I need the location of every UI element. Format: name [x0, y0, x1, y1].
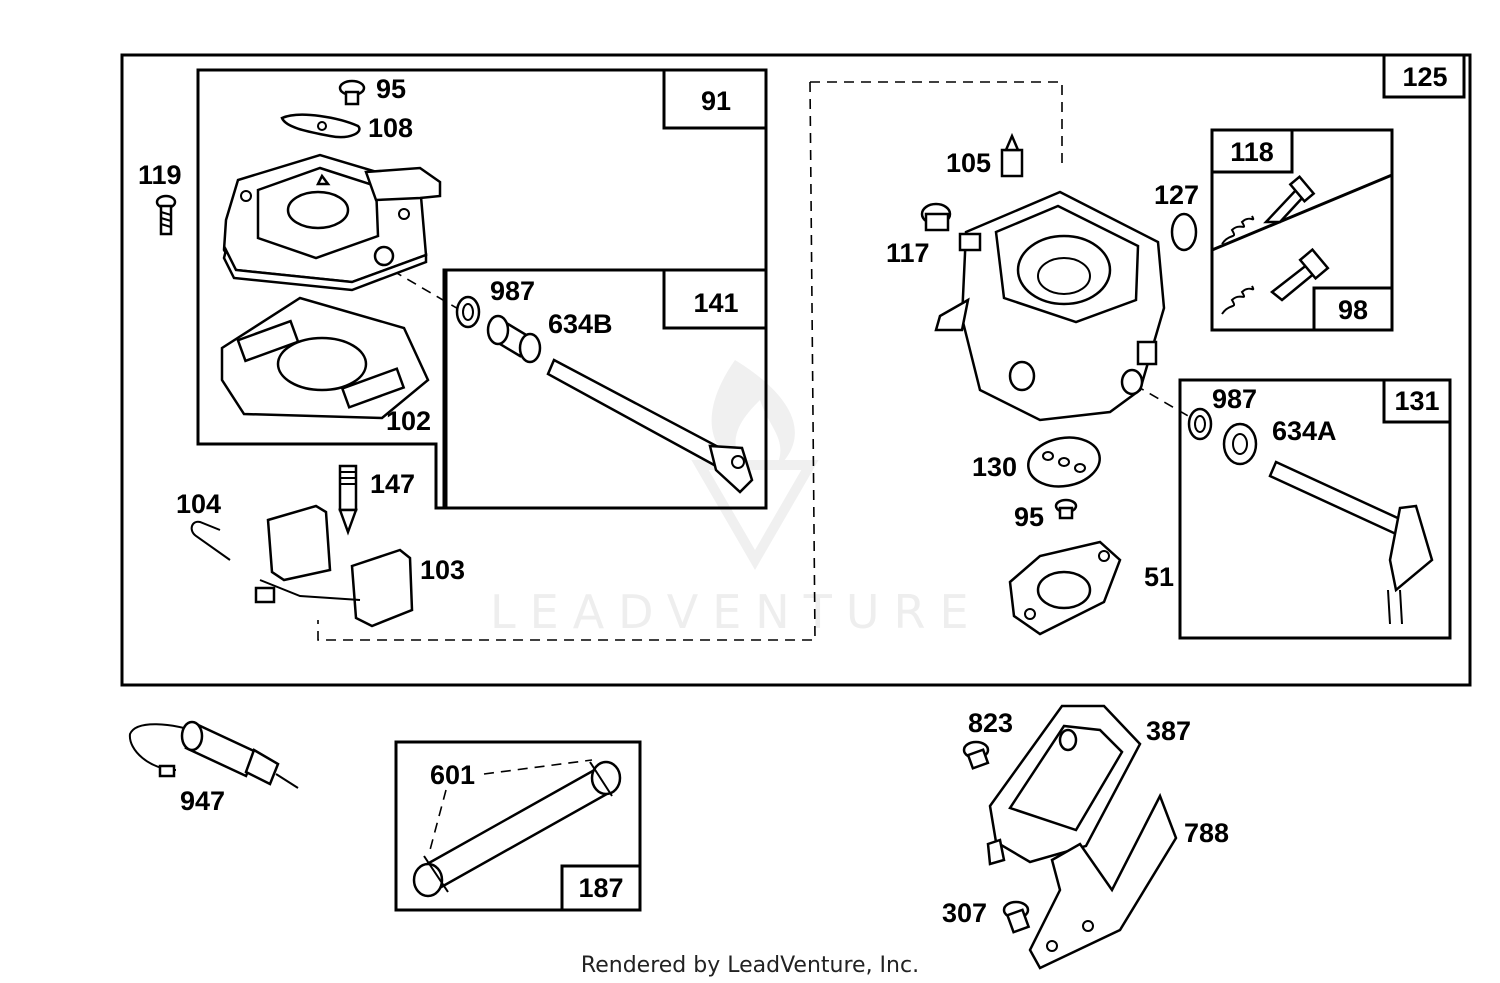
mounting-gasket-icon	[1008, 540, 1122, 636]
screw-icon	[1002, 900, 1031, 934]
assembly-box-141	[444, 268, 768, 510]
fuel-solenoid-icon	[128, 720, 299, 789]
gasket-icon	[280, 113, 361, 139]
box-label-125: 125	[1402, 62, 1447, 92]
inlet-needle-icon	[1000, 132, 1024, 178]
fuel-pump-icon	[986, 704, 1142, 866]
box-tag-125	[1382, 53, 1466, 99]
part-label-387: 387	[1146, 716, 1191, 746]
fuel-line-icon	[412, 760, 622, 898]
assembly-box-125	[120, 53, 1472, 687]
part-label-130: 130	[972, 452, 1017, 482]
screw-icon	[338, 79, 366, 106]
welch-plug-icon	[1170, 212, 1198, 252]
dashed-reference-line	[1134, 384, 1196, 421]
box-label-141: 141	[693, 288, 738, 318]
box-tag-118	[1210, 128, 1294, 174]
screw-icon	[962, 740, 990, 770]
part-label-104: 104	[176, 489, 221, 519]
needle-icon	[338, 464, 358, 536]
idle-screw-icon	[1221, 247, 1330, 315]
bushing-icon	[1222, 422, 1258, 466]
mixture-screw-icon	[1221, 174, 1316, 245]
part-label-823: 823	[968, 708, 1013, 738]
part-label-987: 987	[1212, 384, 1257, 414]
part-label-147: 147	[370, 469, 415, 499]
part-label-102: 102	[386, 406, 431, 436]
mounting-bracket-icon	[1028, 792, 1178, 970]
part-label-108: 108	[368, 113, 413, 143]
dashed-reference-line	[317, 81, 816, 641]
part-label-987: 987	[490, 276, 535, 306]
bushing-icon	[486, 314, 542, 364]
seal-ring-icon	[455, 295, 481, 329]
part-label-119: 119	[138, 160, 182, 190]
part-label-51: 51	[1144, 562, 1174, 592]
box-tag-91	[662, 68, 768, 130]
carburetor-lower-body-icon	[934, 190, 1166, 422]
part-label-105: 105	[946, 148, 991, 178]
box-label-118: 118	[1230, 137, 1274, 167]
assembly-box-187	[394, 740, 642, 912]
part-label-601: 601	[430, 760, 475, 790]
part-label-117: 117	[886, 238, 930, 268]
dashed-reference-line	[429, 789, 447, 851]
footer-credit: Rendered by LeadVenture, Inc.	[581, 953, 919, 978]
gasket-hole	[317, 121, 327, 131]
part-label-95: 95	[376, 74, 406, 104]
assembly-box-131	[1178, 378, 1452, 640]
choke-plate-icon	[1027, 436, 1101, 488]
float-icon	[254, 504, 414, 628]
watermark: LEADVENTURE	[490, 360, 983, 639]
part-label-788: 788	[1184, 818, 1229, 848]
box-tag-187	[560, 864, 642, 912]
gasket-plate-icon	[220, 296, 430, 420]
part-label-127: 127	[1154, 180, 1199, 210]
plug-icon	[920, 202, 952, 232]
box-tag-98	[1312, 286, 1394, 332]
choke-shaft-icon	[1268, 460, 1434, 625]
watermark-text: LEADVENTURE	[490, 585, 983, 639]
part-label-947: 947	[180, 786, 225, 816]
box-divider	[1211, 173, 1393, 252]
assembly-box-91	[196, 68, 768, 510]
assembly-box-118-98	[1210, 128, 1394, 332]
box-label-187: 187	[578, 873, 623, 903]
throttle-shaft-icon	[546, 358, 754, 494]
carburetor-body-icon	[222, 153, 442, 292]
pin-icon	[190, 520, 231, 561]
box-label-131: 131	[1394, 386, 1439, 416]
box-label-98: 98	[1338, 295, 1368, 325]
screw-icon	[1054, 498, 1078, 520]
part-label-103: 103	[420, 555, 465, 585]
part-label-95: 95	[1014, 502, 1044, 532]
part-label-307: 307	[942, 898, 987, 928]
part-label-634b: 634B	[548, 309, 613, 339]
box-tag-131	[1382, 378, 1452, 424]
screw-icon	[155, 194, 177, 236]
seal-ring-icon	[1187, 407, 1213, 441]
part-label-634a: 634A	[1272, 416, 1337, 446]
box-tag-141	[662, 268, 768, 330]
box-label-91: 91	[701, 86, 731, 116]
dashed-reference-line	[810, 81, 1063, 170]
dashed-reference-line	[483, 759, 593, 775]
